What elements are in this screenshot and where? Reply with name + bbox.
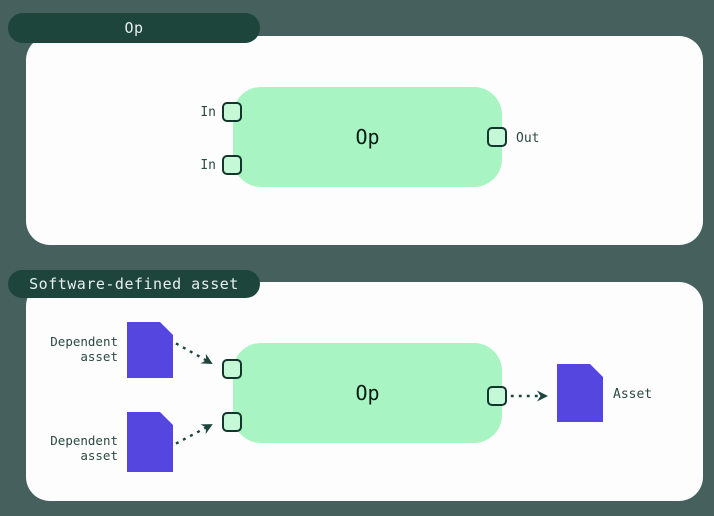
- tab-op: Op: [8, 13, 260, 43]
- asset-label: Asset: [613, 387, 653, 402]
- op-node-label: Op: [355, 125, 380, 149]
- input-handle-icon: [222, 412, 242, 432]
- input-handle-icon: [222, 102, 242, 122]
- asset-icon: [557, 364, 603, 422]
- dotted-arrow-icon: [175, 342, 213, 365]
- output-label: Out: [516, 131, 540, 146]
- op-node: Op: [233, 343, 502, 443]
- dependent-asset-label: Dependent asset: [50, 433, 118, 463]
- dependent-asset-icon: [127, 412, 173, 472]
- output-handle-icon: [487, 386, 507, 406]
- tab-op-label: Op: [124, 19, 144, 37]
- dotted-arrow-icon: [510, 390, 548, 402]
- dependent-asset-icon: [127, 322, 173, 378]
- dotted-arrow-icon: [175, 423, 213, 445]
- input-label: In: [200, 158, 216, 173]
- op-node: Op: [233, 87, 502, 187]
- tab-software-defined-asset: Software-defined asset: [8, 270, 260, 298]
- dependent-asset-label: Dependent asset: [50, 334, 118, 364]
- output-handle-icon: [487, 127, 507, 147]
- input-handle-icon: [222, 155, 242, 175]
- input-handle-icon: [222, 359, 242, 379]
- input-label: In: [200, 105, 216, 120]
- tab-software-defined-asset-label: Software-defined asset: [29, 275, 239, 293]
- op-node-label: Op: [355, 381, 380, 405]
